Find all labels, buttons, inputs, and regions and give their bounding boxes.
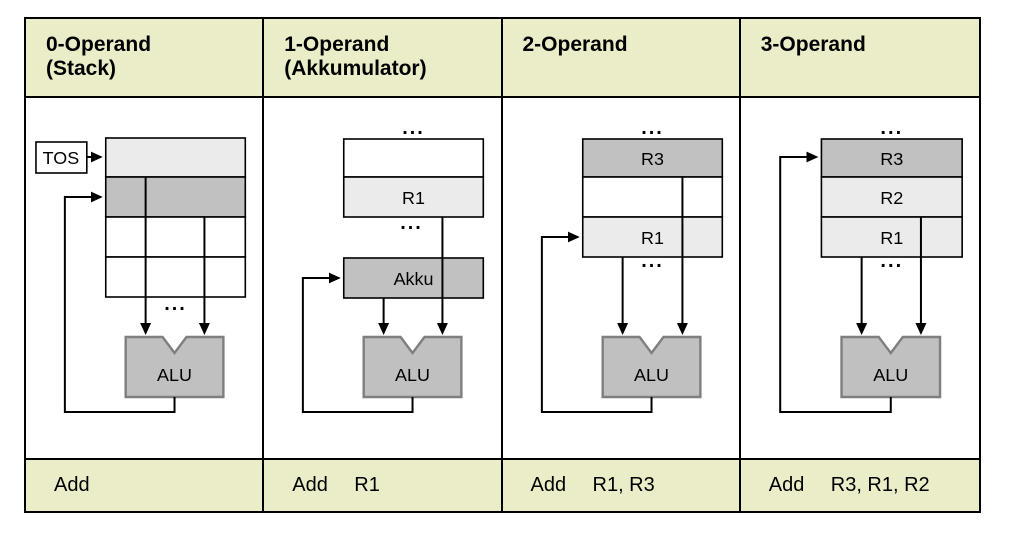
register-r1-label: R1	[880, 228, 903, 248]
alu-box	[362, 335, 463, 399]
header-title: 0-Operand	[46, 33, 152, 56]
register-r1-label: R1	[641, 228, 664, 248]
akku-label: Akku	[394, 269, 434, 289]
stack-row-3	[104, 216, 247, 258]
alu-label: ALU	[634, 365, 669, 385]
two-operand-diagram: ... R3 R1 ... ALU	[540, 117, 723, 413]
register-r2-label: R2	[880, 188, 903, 208]
header-title: 2-Operand	[522, 33, 628, 56]
stack-row-second	[104, 176, 247, 218]
register-row-r1	[820, 216, 963, 258]
register-row-r1	[581, 216, 723, 258]
header-subtitle: (Stack)	[46, 57, 117, 80]
header-title: 3-Operand	[760, 33, 866, 56]
header-0-operand: 0-Operand (Stack)	[26, 19, 265, 98]
instruction-mnemonic: Add	[54, 474, 90, 496]
result-feedback-arrow	[63, 191, 176, 413]
instruction-operands: R1	[354, 474, 380, 496]
accumulator-diagram: ... R1 ... Akku ALU	[302, 117, 485, 413]
header-1-operand: 1-Operand (Akkumulator)	[264, 19, 503, 98]
alu-label: ALU	[395, 365, 430, 385]
result-feedback-arrow	[302, 272, 414, 413]
header-title: 1-Operand	[284, 33, 390, 56]
header-3-operand: 3-Operand	[740, 19, 979, 98]
registers-ellipsis-bottom: ...	[400, 212, 423, 234]
header-subtitle: (Akkumulator)	[284, 57, 427, 80]
instruction-example-accumulator: Add R1	[264, 458, 503, 511]
diagram-2-operand-architecture: ... R3 R1 ... ALU	[502, 98, 741, 458]
akku-box	[343, 257, 485, 299]
tos-box	[35, 141, 88, 174]
register-r1-label: R1	[402, 188, 425, 208]
tos-label: TOS	[43, 148, 80, 168]
alu-box	[840, 335, 942, 399]
registers-ellipsis-bottom: ...	[641, 250, 664, 272]
register-row-r3	[820, 138, 963, 178]
alu-box	[124, 335, 225, 399]
diagram-accumulator-architecture: ... R1 ... Akku ALU	[264, 98, 503, 458]
register-row-empty	[581, 176, 723, 218]
registers-ellipsis-top: ...	[880, 117, 903, 139]
alu-box	[600, 335, 702, 399]
register-row-r1	[343, 176, 485, 218]
registers-ellipsis-bottom: ...	[880, 250, 903, 272]
registers-ellipsis-top: ...	[402, 117, 425, 139]
diagram-stack-architecture: TOS ... ALU	[26, 98, 265, 458]
instruction-operands: R1, R3	[592, 474, 655, 496]
stack-row-4	[104, 256, 247, 298]
register-row-r3	[581, 138, 723, 178]
alu-label: ALU	[873, 365, 908, 385]
instruction-operands: R3, R1, R2	[830, 474, 930, 496]
alu-label: ALU	[157, 365, 192, 385]
stack-diagram: TOS ... ALU	[35, 137, 247, 413]
instruction-example-3-operand: Add R3, R1, R2	[740, 458, 979, 511]
register-row-empty	[343, 138, 485, 178]
result-feedback-arrow	[778, 151, 892, 413]
diagram-3-operand-architecture: ... R3 R2 R1 ... ALU	[740, 98, 979, 458]
header-2-operand: 2-Operand	[502, 19, 741, 98]
register-r3-label: R3	[880, 149, 903, 169]
instruction-mnemonic: Add	[768, 474, 805, 496]
three-operand-diagram: ... R3 R2 R1 ... ALU	[778, 117, 963, 413]
instruction-mnemonic: Add	[292, 474, 328, 496]
register-r3-label: R3	[641, 149, 664, 169]
instruction-example-stack: Add	[26, 458, 265, 511]
stack-ellipsis: ...	[164, 293, 187, 315]
registers-ellipsis-top: ...	[641, 117, 664, 139]
operand-architectures-table: 0-Operand (Stack) 1-Operand (Akkumulator…	[24, 17, 981, 513]
register-row-r2	[820, 176, 963, 218]
stack-row-tos	[104, 137, 247, 178]
result-feedback-arrow	[540, 231, 653, 413]
instruction-mnemonic: Add	[530, 474, 567, 496]
instruction-example-2-operand: Add R1, R3	[502, 458, 741, 511]
